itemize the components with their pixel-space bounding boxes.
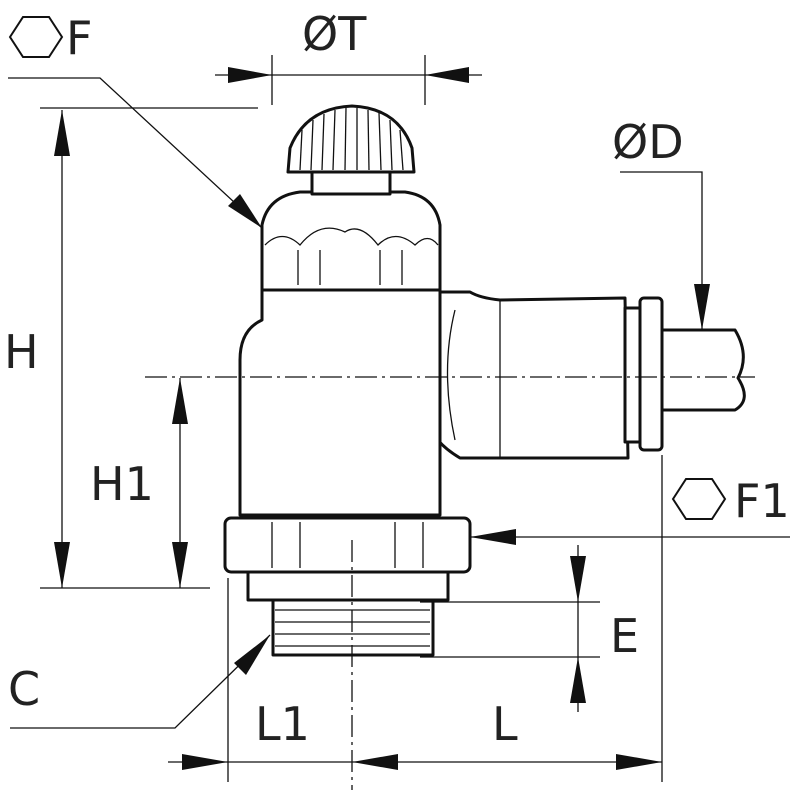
- threaded-stub: [271, 598, 435, 657]
- hexagon-icon: [8, 16, 64, 58]
- label-H: H: [4, 325, 39, 379]
- dim-C-arrow: [234, 635, 270, 675]
- label-L: L: [492, 697, 518, 751]
- dim-L-arrow-right: [616, 754, 662, 770]
- label-E: E: [610, 609, 639, 663]
- collet-ring: [623, 306, 642, 444]
- dim-D-arrow: [694, 284, 710, 330]
- dim-F-arrow: [228, 194, 262, 228]
- hexagon-icon: [671, 478, 727, 520]
- label-T: ØT: [302, 7, 367, 61]
- dim-H-arrow-bottom: [54, 542, 70, 588]
- knob-knurl: [299, 107, 404, 171]
- knurled-knob: [286, 104, 416, 174]
- collet-flange: [638, 296, 664, 452]
- tube: [658, 328, 746, 412]
- dim-F1-arrow: [470, 529, 516, 545]
- dim-H1-arrow-bottom: [172, 542, 188, 588]
- knob-stem: [310, 170, 392, 196]
- fitting-body: [223, 104, 746, 657]
- dim-E-arrow-bottom: [570, 657, 586, 703]
- dim-T-arrow-left: [228, 67, 272, 83]
- dim-F-leader: [8, 77, 263, 229]
- main-body: [238, 288, 442, 517]
- upper-hex-scallops: [264, 227, 439, 246]
- dim-D-leader: [620, 171, 703, 330]
- elbow-arm: [428, 290, 630, 460]
- label-C: C: [8, 662, 40, 716]
- dim-L1-arrow-left: [182, 754, 228, 770]
- dim-E-arrow-top: [570, 556, 586, 602]
- label-F: F: [66, 11, 92, 65]
- hex-nut: [223, 516, 472, 574]
- label-F1: F1: [734, 474, 790, 528]
- dim-T-arrow-right: [425, 67, 469, 83]
- label-L1: L1: [255, 697, 310, 751]
- dim-H1-arrow-top: [172, 378, 188, 424]
- dim-C-leader: [10, 634, 271, 729]
- dim-L-arrow-left: [352, 754, 398, 770]
- upper-hex-cap: [260, 190, 442, 292]
- label-D: ØD: [612, 115, 684, 169]
- dim-H-arrow-top: [54, 110, 70, 156]
- thread-neck: [246, 570, 450, 602]
- label-H1: H1: [90, 457, 154, 511]
- elbow-arm-edge: [446, 309, 456, 441]
